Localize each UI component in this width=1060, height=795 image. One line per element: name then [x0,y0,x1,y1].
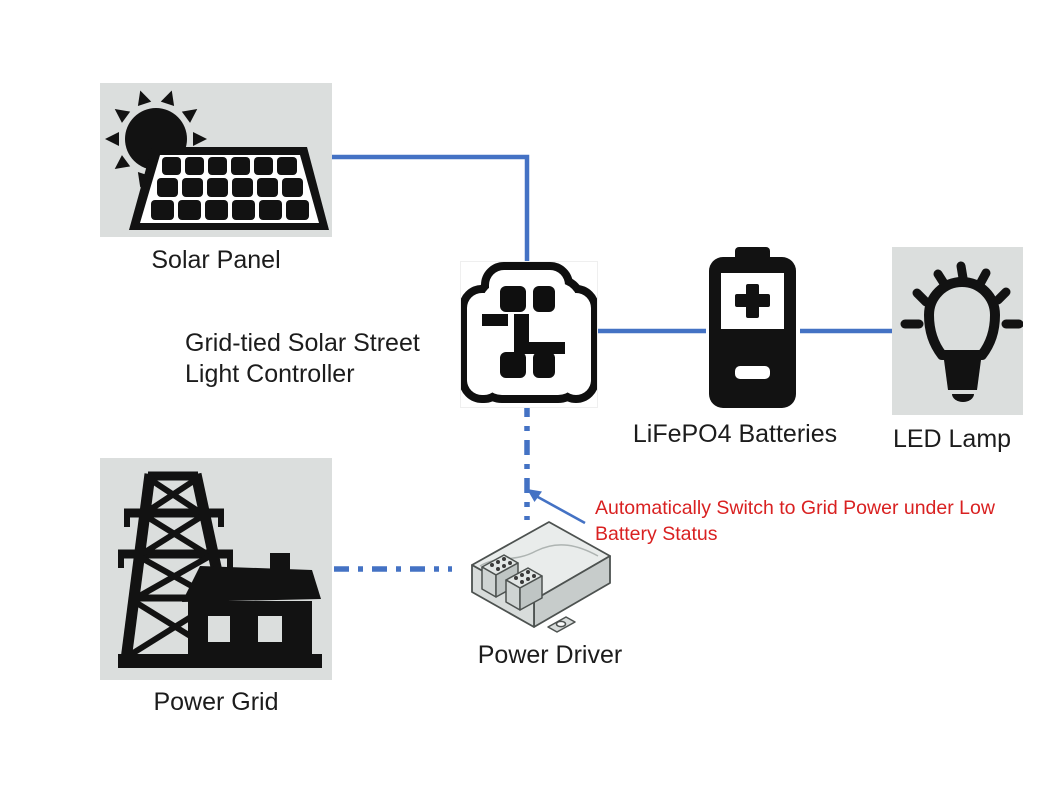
controller-node [460,261,598,408]
sun-and-solar-panel-icon [105,90,329,230]
terminal-block [481,554,543,611]
transmission-tower-and-house-icon [118,471,322,668]
solar-panel-node [100,83,332,237]
led-lamp-node [892,247,1023,415]
batteries-label: LiFePO4 Batteries [632,420,838,448]
connector-solar-to-controller [332,154,530,264]
annotation-line1: Automatically Switch to Grid Power under… [595,497,995,519]
battery-icon [709,247,796,408]
plug-pins [482,286,565,378]
annotation-arrow-head [527,489,542,502]
panel-cells [151,157,309,220]
controller-label: Grid-tied Solar Street Light Controller [185,328,445,390]
light-rays [900,261,1023,329]
power-driver-node [448,503,620,640]
led-lamp-label: LED Lamp [892,425,1012,453]
battery-node [705,247,800,408]
power-grid-label: Power Grid [153,688,279,716]
power-driver-label: Power Driver [477,641,623,669]
connector-plug-icon [461,262,597,403]
panel-shape [129,147,329,230]
auto-switch-annotation: Automatically Switch to Grid Power under… [595,495,1005,547]
battery-plus-sign [735,284,770,318]
solar-panel-label: Solar Panel [151,246,281,274]
annotation-line2: Battery Status [595,523,718,545]
controller-label-line2: Light Controller [185,360,355,388]
controller-label-line1: Grid-tied Solar Street [185,329,420,357]
light-bulb-icon [900,261,1023,402]
led-driver-box-icon [471,521,611,633]
power-grid-node [100,458,332,680]
house [118,553,322,668]
mounting-tab [547,616,576,633]
battery-minus-sign [735,366,770,379]
annotation-arrow-line [535,494,586,525]
